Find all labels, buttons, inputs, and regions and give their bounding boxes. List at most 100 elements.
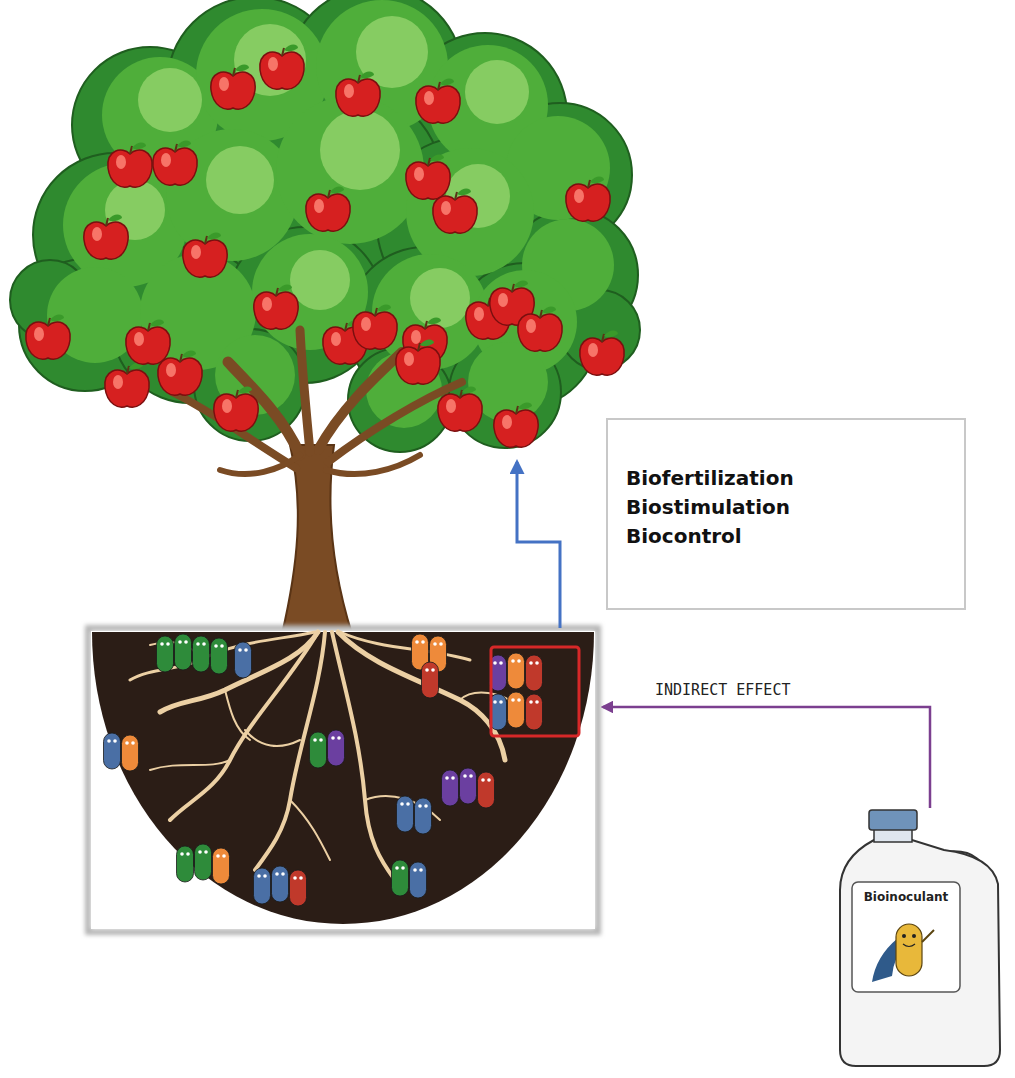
arrow-label: INDIRECT EFFECT bbox=[652, 681, 793, 699]
apple-body bbox=[211, 72, 255, 109]
apple-stem bbox=[375, 308, 377, 316]
branch bbox=[172, 392, 296, 468]
tree-trunk bbox=[172, 330, 462, 634]
apple-shine bbox=[34, 327, 44, 341]
apple-body bbox=[396, 347, 440, 384]
foliage bbox=[290, 250, 350, 310]
apple bbox=[254, 285, 298, 330]
apple-leaf bbox=[420, 340, 434, 347]
apple-stem bbox=[175, 144, 177, 152]
apple bbox=[126, 320, 170, 365]
bacterium-eye bbox=[319, 738, 323, 742]
apple-shine bbox=[134, 332, 144, 346]
apple-body bbox=[108, 150, 152, 187]
apple-shine bbox=[404, 352, 414, 366]
branch bbox=[326, 455, 420, 474]
bacterium bbox=[104, 733, 121, 769]
apple-stem bbox=[428, 158, 430, 166]
bacterium-eye bbox=[220, 644, 224, 648]
apple bbox=[406, 155, 450, 200]
bacterium-eye bbox=[419, 868, 423, 872]
apple-stem bbox=[512, 284, 514, 292]
bacterium bbox=[193, 636, 210, 672]
effect-item: Biofertilization bbox=[626, 464, 948, 493]
bacterium-eye bbox=[517, 659, 521, 663]
apple-leaf bbox=[542, 307, 556, 314]
bacterium-eye bbox=[395, 866, 399, 870]
bacterium bbox=[526, 655, 543, 691]
apple-body bbox=[183, 240, 227, 277]
bacterium bbox=[397, 796, 414, 832]
bacterium-eye bbox=[204, 850, 208, 854]
apple bbox=[105, 363, 149, 408]
bacterium-eye bbox=[401, 866, 405, 870]
bacterium-eye bbox=[487, 778, 491, 782]
apple-stem bbox=[345, 323, 347, 331]
jug-body bbox=[840, 840, 1000, 1066]
soil-frame bbox=[88, 628, 598, 932]
bacterium-eye bbox=[281, 872, 285, 876]
bacterium-eye bbox=[198, 850, 202, 854]
apple-shine bbox=[219, 77, 229, 91]
root bbox=[160, 632, 318, 712]
bacterium bbox=[508, 692, 525, 728]
bacterium-eye bbox=[493, 700, 497, 704]
apple-leaf bbox=[462, 387, 476, 394]
apple-leaf bbox=[590, 177, 604, 184]
bacterium-eye bbox=[257, 874, 261, 878]
apples bbox=[26, 45, 624, 448]
apple-stem bbox=[130, 146, 132, 154]
apple-shine bbox=[116, 155, 126, 169]
jug-cap bbox=[869, 810, 917, 830]
mascot-eye bbox=[902, 934, 906, 938]
apple-leaf bbox=[440, 79, 454, 86]
bacterium-eye bbox=[184, 640, 188, 644]
bacterium-eye bbox=[293, 876, 297, 880]
apple-shine bbox=[424, 91, 434, 105]
bacterium-body bbox=[175, 634, 192, 670]
apple-shine bbox=[411, 330, 421, 344]
bacterium bbox=[478, 772, 495, 808]
mascot-eye bbox=[912, 934, 916, 938]
apple-body bbox=[406, 162, 450, 199]
apple-body bbox=[416, 86, 460, 123]
bacterium-eye bbox=[166, 642, 170, 646]
bacterium-body bbox=[157, 636, 174, 672]
roots bbox=[130, 632, 510, 880]
bacterium-body bbox=[415, 798, 432, 834]
bacterium-eye bbox=[469, 774, 473, 778]
root bbox=[338, 632, 505, 760]
bacterium-eye bbox=[413, 868, 417, 872]
bacterium-body bbox=[213, 848, 230, 884]
apple-body bbox=[153, 148, 197, 185]
apple-shine bbox=[446, 399, 456, 413]
apple-leaf bbox=[518, 403, 532, 410]
bacterium-eye bbox=[331, 736, 335, 740]
bacterium-eye bbox=[202, 642, 206, 646]
bacterium bbox=[254, 868, 271, 904]
bacterium bbox=[175, 634, 192, 670]
bacterium-body bbox=[272, 866, 289, 902]
bacterium-eye bbox=[244, 648, 248, 652]
apple-shine bbox=[414, 167, 424, 181]
apple-body bbox=[494, 410, 538, 447]
apple-leaf bbox=[377, 305, 391, 312]
apple-body bbox=[518, 314, 562, 351]
bacterium-body bbox=[104, 733, 121, 769]
apple-shine bbox=[574, 189, 584, 203]
bacterium-body bbox=[460, 768, 477, 804]
apple-shine bbox=[331, 332, 341, 346]
bacterium-body bbox=[193, 636, 210, 672]
jug-label: Bioinoculant bbox=[854, 890, 958, 905]
bacterium-eye bbox=[125, 741, 129, 745]
bacterium-body bbox=[254, 868, 271, 904]
bacterium-eye bbox=[451, 776, 455, 780]
apple bbox=[518, 307, 562, 352]
bacterium-eye bbox=[463, 774, 467, 778]
bacterium-eye bbox=[299, 876, 303, 880]
root bbox=[340, 632, 470, 660]
apple-leaf bbox=[604, 331, 618, 338]
jug-label-panel bbox=[852, 882, 960, 992]
bacterium bbox=[415, 798, 432, 834]
